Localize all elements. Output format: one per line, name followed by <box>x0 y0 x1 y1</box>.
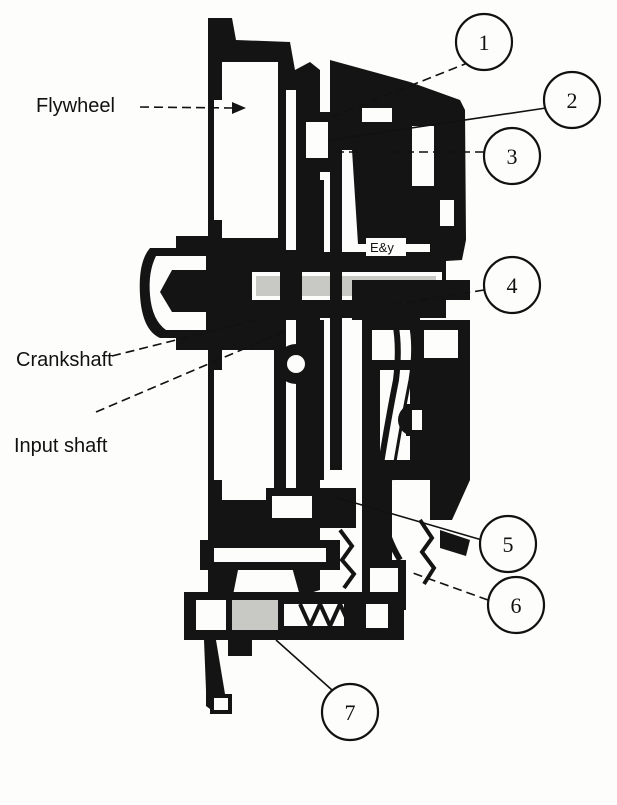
callout-1-number: 1 <box>479 30 490 55</box>
crankshaft-label: Crankshaft <box>16 349 113 371</box>
callout-5: 5 <box>337 497 538 574</box>
clutch-drawing: E&y <box>139 18 470 714</box>
flywheel-label-group: Flywheel <box>36 95 246 117</box>
callout-3: 3 <box>334 126 542 186</box>
slave-cylinder <box>184 540 404 714</box>
flywheel-label: Flywheel <box>36 95 115 117</box>
callout-6-number: 6 <box>511 593 522 618</box>
callout-2: 2 <box>329 70 602 141</box>
callout-1: 1 <box>323 12 514 121</box>
callout-5-number: 5 <box>503 532 514 557</box>
release-mechanism <box>338 280 470 610</box>
input-shaft-label-group: Input shaft <box>14 329 289 457</box>
callout-4-number: 4 <box>507 273 518 298</box>
input-shaft-label: Input shaft <box>14 435 108 457</box>
callout-7: 7 <box>275 639 380 742</box>
callout-6: 6 <box>409 571 546 635</box>
crankshaft-label-group: Crankshaft <box>16 319 257 371</box>
clutch-cover: E&y <box>330 60 466 470</box>
callout-2-number: 2 <box>567 88 578 113</box>
svg-text:E&y: E&y <box>370 240 394 255</box>
callout-4: 4 <box>395 255 542 315</box>
callout-3-number: 3 <box>507 144 518 169</box>
callout-7-number: 7 <box>345 700 356 725</box>
